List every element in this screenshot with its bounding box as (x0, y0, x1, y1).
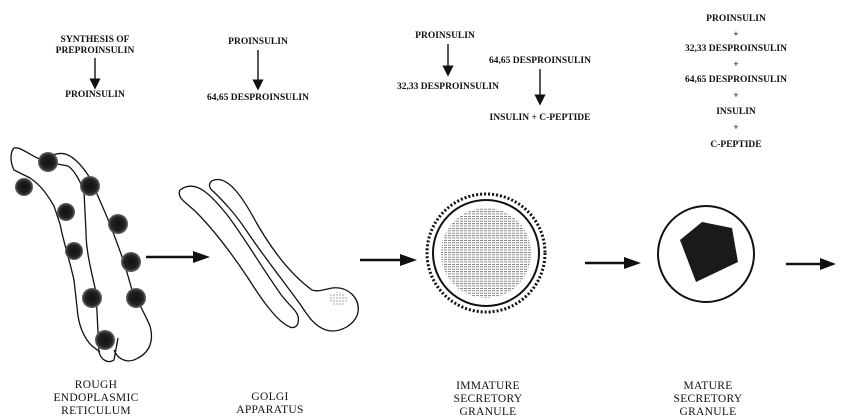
golgi-reaction-product: 64,65 DESPROINSULIN (207, 93, 309, 103)
rer-reaction-line-1: SYNTHESIS OF (61, 35, 130, 45)
ribosome (80, 176, 100, 196)
mature-product-proinsulin: PROINSULIN (706, 14, 766, 24)
immature-reaction-3233: 32,33 DESPROINSULIN (397, 82, 499, 92)
ribosome (108, 214, 128, 234)
golgi-reaction-substrate: PROINSULIN (228, 37, 288, 47)
ribosome (65, 242, 83, 260)
immature-reaction: PROINSULIN 32,33 DESPROINSULIN 64,65 DES… (397, 31, 591, 123)
label-mature-3: GRANULE (679, 406, 736, 418)
organelle-labels: ROUGH ENDOPLASMIC RETICULUM GOLGI APPARA… (53, 379, 742, 418)
arrow-right-icon (786, 258, 836, 270)
label-immature-1: IMMATURE (456, 380, 520, 392)
golgi-drawing (179, 179, 358, 330)
mature-product-6465: 64,65 DESPROINSULIN (685, 75, 787, 85)
golgi-vesicle-content (329, 292, 347, 306)
mature-product-3233: 32,33 DESPROINSULIN (685, 44, 787, 54)
label-immature-2: SECRETORY (454, 393, 523, 405)
ribosome (38, 152, 58, 172)
mature-reaction: PROINSULIN + 32,33 DESPROINSULIN + 64,65… (685, 14, 787, 150)
mature-product-cpeptide: C-PEPTIDE (710, 140, 761, 150)
rer-reaction-line-2: PREPROINSULIN (56, 46, 135, 56)
immature-granule-drawing (427, 194, 545, 312)
mature-granule-drawing (658, 206, 754, 302)
label-mature-2: SECRETORY (674, 393, 743, 405)
rer-reaction: SYNTHESIS OF PREPROINSULIN PROINSULIN (56, 35, 135, 100)
label-golgi-2: APPARATUS (236, 404, 303, 416)
ribosome (57, 203, 75, 221)
immature-granule-content (441, 208, 531, 298)
mature-plus-2: + (733, 60, 738, 70)
ribosome (126, 288, 146, 308)
immature-reaction-proinsulin: PROINSULIN (415, 31, 475, 41)
ribosome (121, 252, 141, 272)
label-immature-3: GRANULE (459, 406, 516, 418)
immature-reaction-insulin-cpeptide: INSULIN + C-PEPTIDE (490, 113, 591, 123)
arrow-right-icon (146, 251, 210, 263)
arrow-right-icon (360, 254, 417, 266)
mature-plus-4: + (733, 123, 738, 133)
arrow-right-icon (585, 257, 641, 269)
immature-reaction-6465: 64,65 DESPROINSULIN (489, 56, 591, 66)
label-golgi-1: GOLGI (251, 391, 288, 403)
mature-product-insulin: INSULIN (716, 107, 756, 117)
label-rer-2: ENDOPLASMIC (53, 392, 138, 404)
rer-reaction-product: PROINSULIN (65, 90, 125, 100)
rough-er-drawing (11, 148, 152, 362)
ribosome (95, 330, 115, 350)
ribosome (82, 288, 102, 308)
label-rer-1: ROUGH (75, 379, 117, 391)
mature-plus-1: + (733, 30, 738, 40)
label-rer-3: RETICULUM (61, 405, 131, 417)
golgi-reaction: PROINSULIN 64,65 DESPROINSULIN (207, 37, 309, 103)
label-mature-1: MATURE (683, 380, 732, 392)
mature-plus-3: + (733, 91, 738, 101)
ribosome (15, 178, 33, 196)
